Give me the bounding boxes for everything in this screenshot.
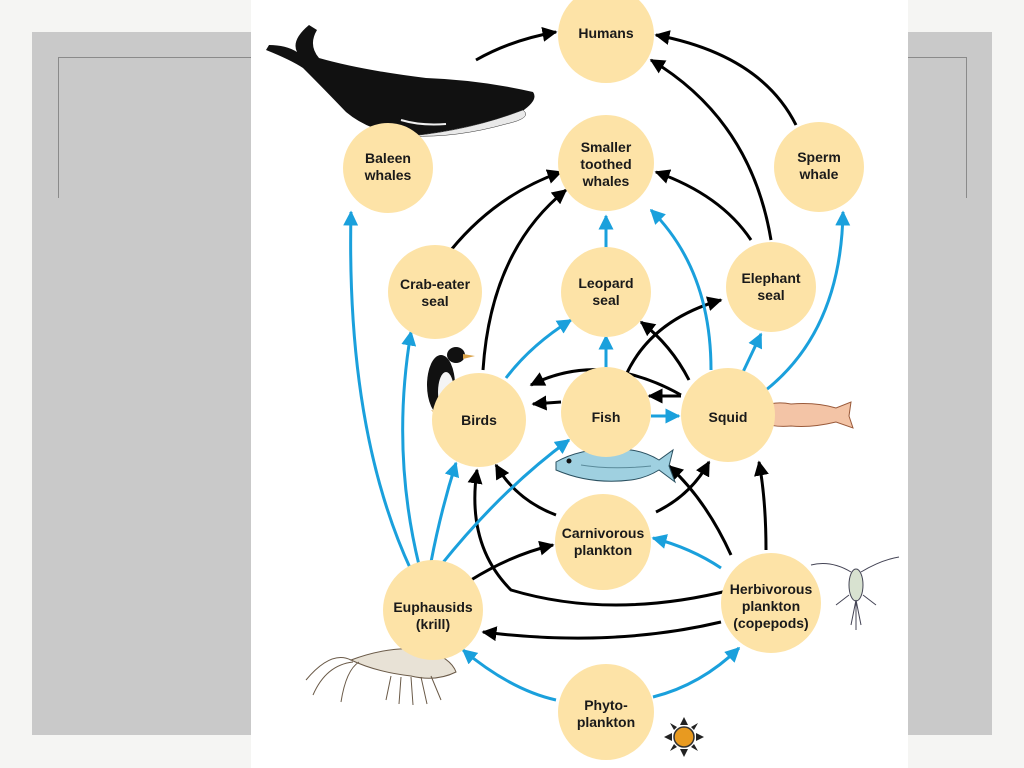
arrow-herbivorous-to-birds <box>467 468 732 607</box>
node-squid: Squid <box>681 368 775 462</box>
frame-line-left <box>58 57 251 198</box>
node-herbivorous-plankton-label-line: Herbivorous <box>730 581 813 597</box>
arrow-herbivorous-to-squid <box>754 460 769 551</box>
node-sperm-whale-label-line: Sperm <box>797 149 841 165</box>
node-fish: Fish <box>561 367 651 457</box>
node-squid-label: Squid <box>709 409 748 425</box>
node-phytoplankton-label-line: plankton <box>577 714 635 730</box>
arrow-euphausids-to-birds <box>429 461 460 563</box>
node-euphausids-label: Euphausids(krill) <box>393 599 473 632</box>
node-humans-label-line: Humans <box>578 25 633 41</box>
arrow-fish-to-elephant <box>624 296 723 376</box>
node-elephant-seal-label-line: seal <box>757 287 784 303</box>
arrow-squid-to-sperm <box>765 210 851 392</box>
node-leopard-seal-label-line: seal <box>592 292 619 308</box>
node-squid-label-line: Squid <box>709 409 748 425</box>
arrow-herbivorous-to-carnivorous <box>651 534 722 570</box>
arrow-birds-to-smaller <box>481 188 568 371</box>
node-smaller-toothed-whales-label-line: whales <box>582 173 630 189</box>
arrow-squid-to-elephant <box>741 332 763 373</box>
node-crab-eater-seal-label-line: Crab-eater <box>400 276 471 292</box>
node-humans: Humans <box>558 0 654 83</box>
node-crab-eater-seal-label-line: seal <box>421 293 448 309</box>
node-fish-label: Fish <box>592 409 621 425</box>
node-phytoplankton-label: Phyto-plankton <box>577 697 635 730</box>
arrow-carnivorous-to-birds <box>494 463 557 517</box>
arrow-crab-to-smaller <box>449 169 563 251</box>
node-phytoplankton: Phyto-plankton <box>558 664 654 760</box>
arrow-euphausids-to-fish <box>439 438 571 566</box>
arrow-euphausids-to-baleen <box>343 210 413 571</box>
copepod-illustration <box>810 556 900 630</box>
node-sperm-whale-label-line: whale <box>799 166 839 182</box>
whale-illustration <box>266 25 535 137</box>
arrow-herbivorous-to-fish <box>667 464 733 556</box>
node-carnivorous-plankton-label-line: plankton <box>574 542 632 558</box>
node-birds: Birds <box>432 373 526 467</box>
arrow-phyto-to-herbivorous <box>652 646 741 699</box>
node-herbivorous-plankton-label-line: plankton <box>742 598 800 614</box>
node-euphausids: Euphausids(krill) <box>383 560 483 660</box>
arrows-layer <box>343 26 851 702</box>
node-smaller-toothed-whales-label-line: toothed <box>580 156 631 172</box>
arrow-squid-to-smaller <box>649 208 713 371</box>
node-euphausids-label-line: (krill) <box>416 616 450 632</box>
arrow-carnivorous-to-squid <box>655 460 711 514</box>
node-leopard-seal-label-line: Leopard <box>578 275 633 291</box>
node-birds-label-line: Birds <box>461 412 497 428</box>
node-baleen-whales-label-line: whales <box>364 167 412 183</box>
node-humans-label: Humans <box>578 25 633 41</box>
node-carnivorous-plankton-label-line: Carnivorous <box>562 525 645 541</box>
arrow-baleen-to-humans <box>475 26 558 62</box>
frame-line-right <box>908 57 967 198</box>
arrow-euphausids-to-crab <box>401 330 421 566</box>
arrow-elephant-to-smaller <box>654 169 753 241</box>
node-smaller-toothed-whales-label-line: Smaller <box>581 139 632 155</box>
node-euphausids-label-line: Euphausids <box>393 599 473 615</box>
arrow-elephant-to-humans <box>649 58 773 241</box>
node-elephant-seal-label-line: Elephant <box>741 270 800 286</box>
arrow-herbivorous-to-euphausids <box>481 620 722 642</box>
arrow-birds-to-leopard <box>504 318 573 379</box>
arrow-sperm-to-humans <box>654 30 798 126</box>
phytoplankton-cell-illustration <box>664 717 704 757</box>
node-fish-label-line: Fish <box>592 409 621 425</box>
arrow-euphausids-to-carnivorous <box>470 540 555 582</box>
arrow-squid-to-leopard <box>639 320 691 381</box>
node-herbivorous-plankton-label-line: (copepods) <box>733 615 808 631</box>
node-baleen-whales-label-line: Baleen <box>365 150 411 166</box>
node-phytoplankton-label-line: Phyto- <box>584 697 628 713</box>
arrow-phyto-to-euphausids <box>461 648 557 702</box>
node-birds-label: Birds <box>461 412 497 428</box>
arrow-fish-to-birds <box>531 395 562 411</box>
